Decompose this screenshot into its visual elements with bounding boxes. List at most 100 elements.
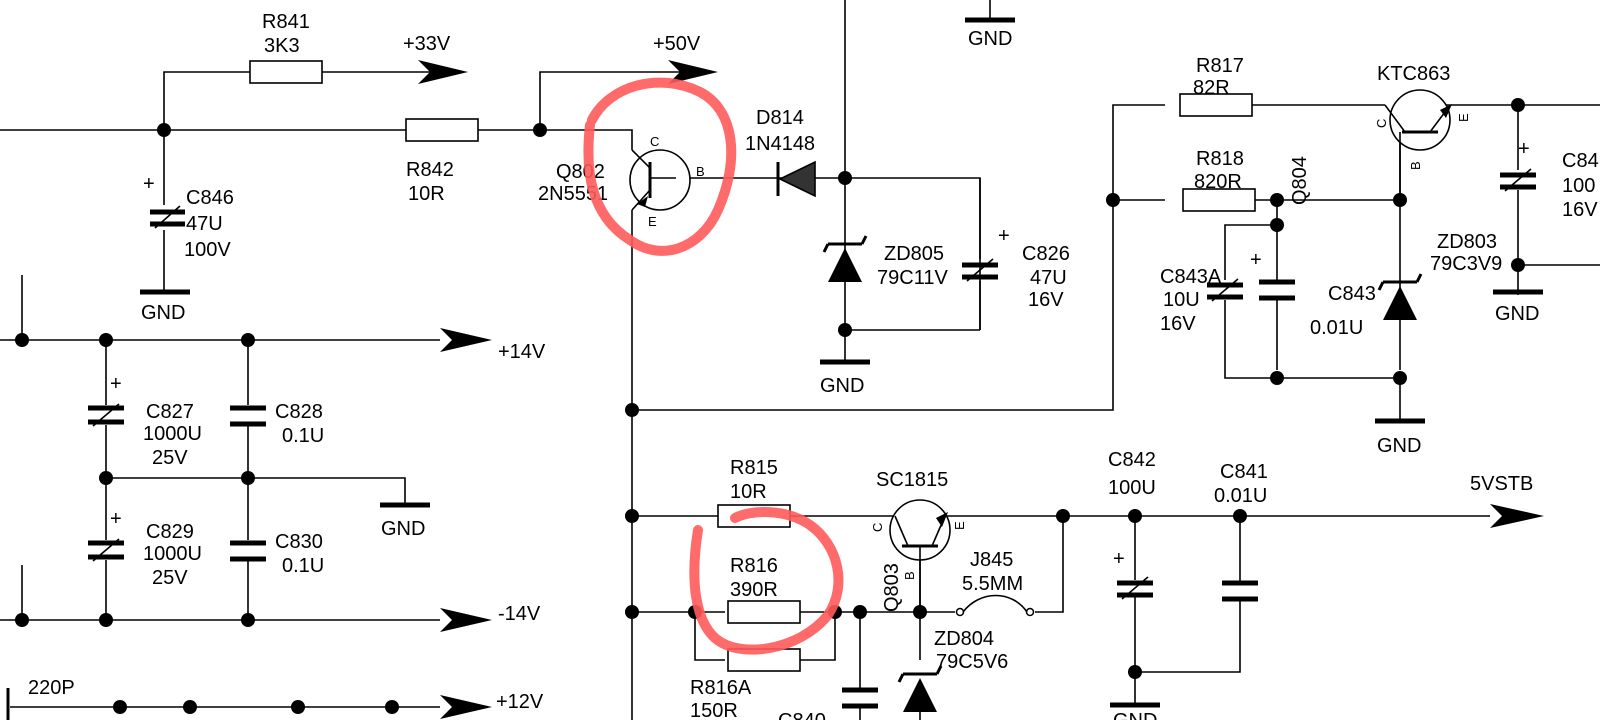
polarity-plus: + [110,508,122,530]
gnd-label: GND [141,302,185,324]
polarity-plus: + [998,225,1010,247]
q804-symbol [1384,89,1452,200]
c829-ref: C829 [146,521,194,543]
q802-symbol [629,149,691,211]
c841-ref: C841 [1220,461,1268,483]
c842-ref: C842 [1108,449,1156,471]
zd805-ref: ZD805 [884,243,944,265]
zd804-ref: ZD804 [934,628,994,650]
capacitors [88,168,1536,709]
c84-ref: C84 [1562,150,1599,172]
transistors [629,89,1452,612]
q803-pin-e: E [952,521,967,530]
zd803-symbol [1377,273,1423,320]
r842-body [405,118,479,142]
zd803-ref: ZD803 [1437,231,1497,253]
gnd-label: GND [968,28,1012,50]
d814-symbol [776,160,816,198]
c840-ref: C840 [778,710,826,720]
r818-ref: R818 [1196,148,1244,170]
d814-ref: D814 [756,107,804,129]
rail-label-m14v: -14V [498,603,541,625]
r841-value: 3K3 [264,35,300,57]
q803-pin-b: B [902,571,917,580]
zd803-part: 79C3V9 [1430,253,1502,275]
c84-symbol [1500,168,1536,192]
r816-highlight-circle [689,507,844,655]
q802-ref: Q802 [556,161,605,183]
c829-value: 1000U [143,543,202,565]
c830-symbol [230,540,266,562]
c843a-ref: C843A [1160,266,1222,288]
q803-part: SC1815 [876,469,948,491]
c828-ref: C828 [275,401,323,423]
c827-ref: C827 [146,401,194,423]
r816a-ref: R816A [690,677,752,699]
rail-label-33v: +33V [403,33,451,55]
r816a-value: 150R [690,700,738,720]
c840-symbol [842,687,878,709]
c843a-symbol [1207,278,1243,302]
rail-arrows [418,60,1544,719]
c826-ref: C826 [1022,243,1070,265]
gnd-label: GND [1113,710,1157,720]
r817-value: 82R [1193,77,1230,99]
c84-value: 100 [1562,175,1595,197]
rail-label-50v: +50V [653,33,701,55]
zd805-part: 79C11V [877,267,948,289]
r817-body [1179,93,1253,117]
arrow-12v [440,695,492,719]
c842-symbol [1117,576,1153,600]
c841-symbol [1222,580,1258,602]
r817-ref: R817 [1196,55,1244,77]
zd805-symbol [822,235,868,282]
q803-symbol [889,499,951,612]
zd804-part: 79C5V6 [936,651,1008,673]
c826-voltage: 16V [1028,289,1064,311]
gnd-label: GND [1377,435,1421,457]
arrow-33v [418,60,468,84]
c846-symbol [150,205,185,229]
q802-highlight-circle [583,77,737,256]
arrow-50v [668,60,718,84]
q804-pin-c: C [1374,119,1389,128]
d814-part: 1N4148 [745,133,815,155]
c842-value: 100U [1108,477,1156,499]
diodes [776,160,1423,712]
r842-value: 10R [408,183,445,205]
c830-ref: C830 [275,531,323,553]
arrow-14v [440,328,492,352]
c843-value: 0.01U [1310,317,1363,339]
c827-symbol [88,403,124,427]
r841-body [249,60,323,84]
gnd-label: GND [381,518,425,540]
c84-voltage: 16V [1562,199,1598,221]
polarity-plus: + [1518,138,1530,160]
c827-value: 1000U [143,423,202,445]
zd804-symbol [897,665,943,712]
c830-value: 0.1U [282,555,324,577]
c843a-value: 10U [1163,289,1200,311]
q803-pin-c: C [870,523,885,532]
polarity-plus: + [110,373,122,395]
c846-ref: C846 [186,187,234,209]
q802-pin-e: E [648,214,657,229]
r816-body [727,600,801,624]
q803-ref: Q803 [881,563,903,612]
rail-label-12v: +12V [496,691,544,713]
c843-symbol [1259,279,1295,301]
arrow-m14v [440,608,492,632]
q804-part: KTC863 [1377,63,1450,85]
r818-value: 820R [1194,171,1242,193]
q802-pin-c: C [650,134,659,149]
hand-drawn-highlights [583,77,844,655]
q804-pin-b: B [1408,161,1423,170]
rail-label-14v: +14V [498,341,546,363]
r816-ref: R816 [730,555,778,577]
c846-voltage: 100V [184,239,231,261]
polarity-plus: + [1113,548,1125,570]
c828-value: 0.1U [282,425,324,447]
